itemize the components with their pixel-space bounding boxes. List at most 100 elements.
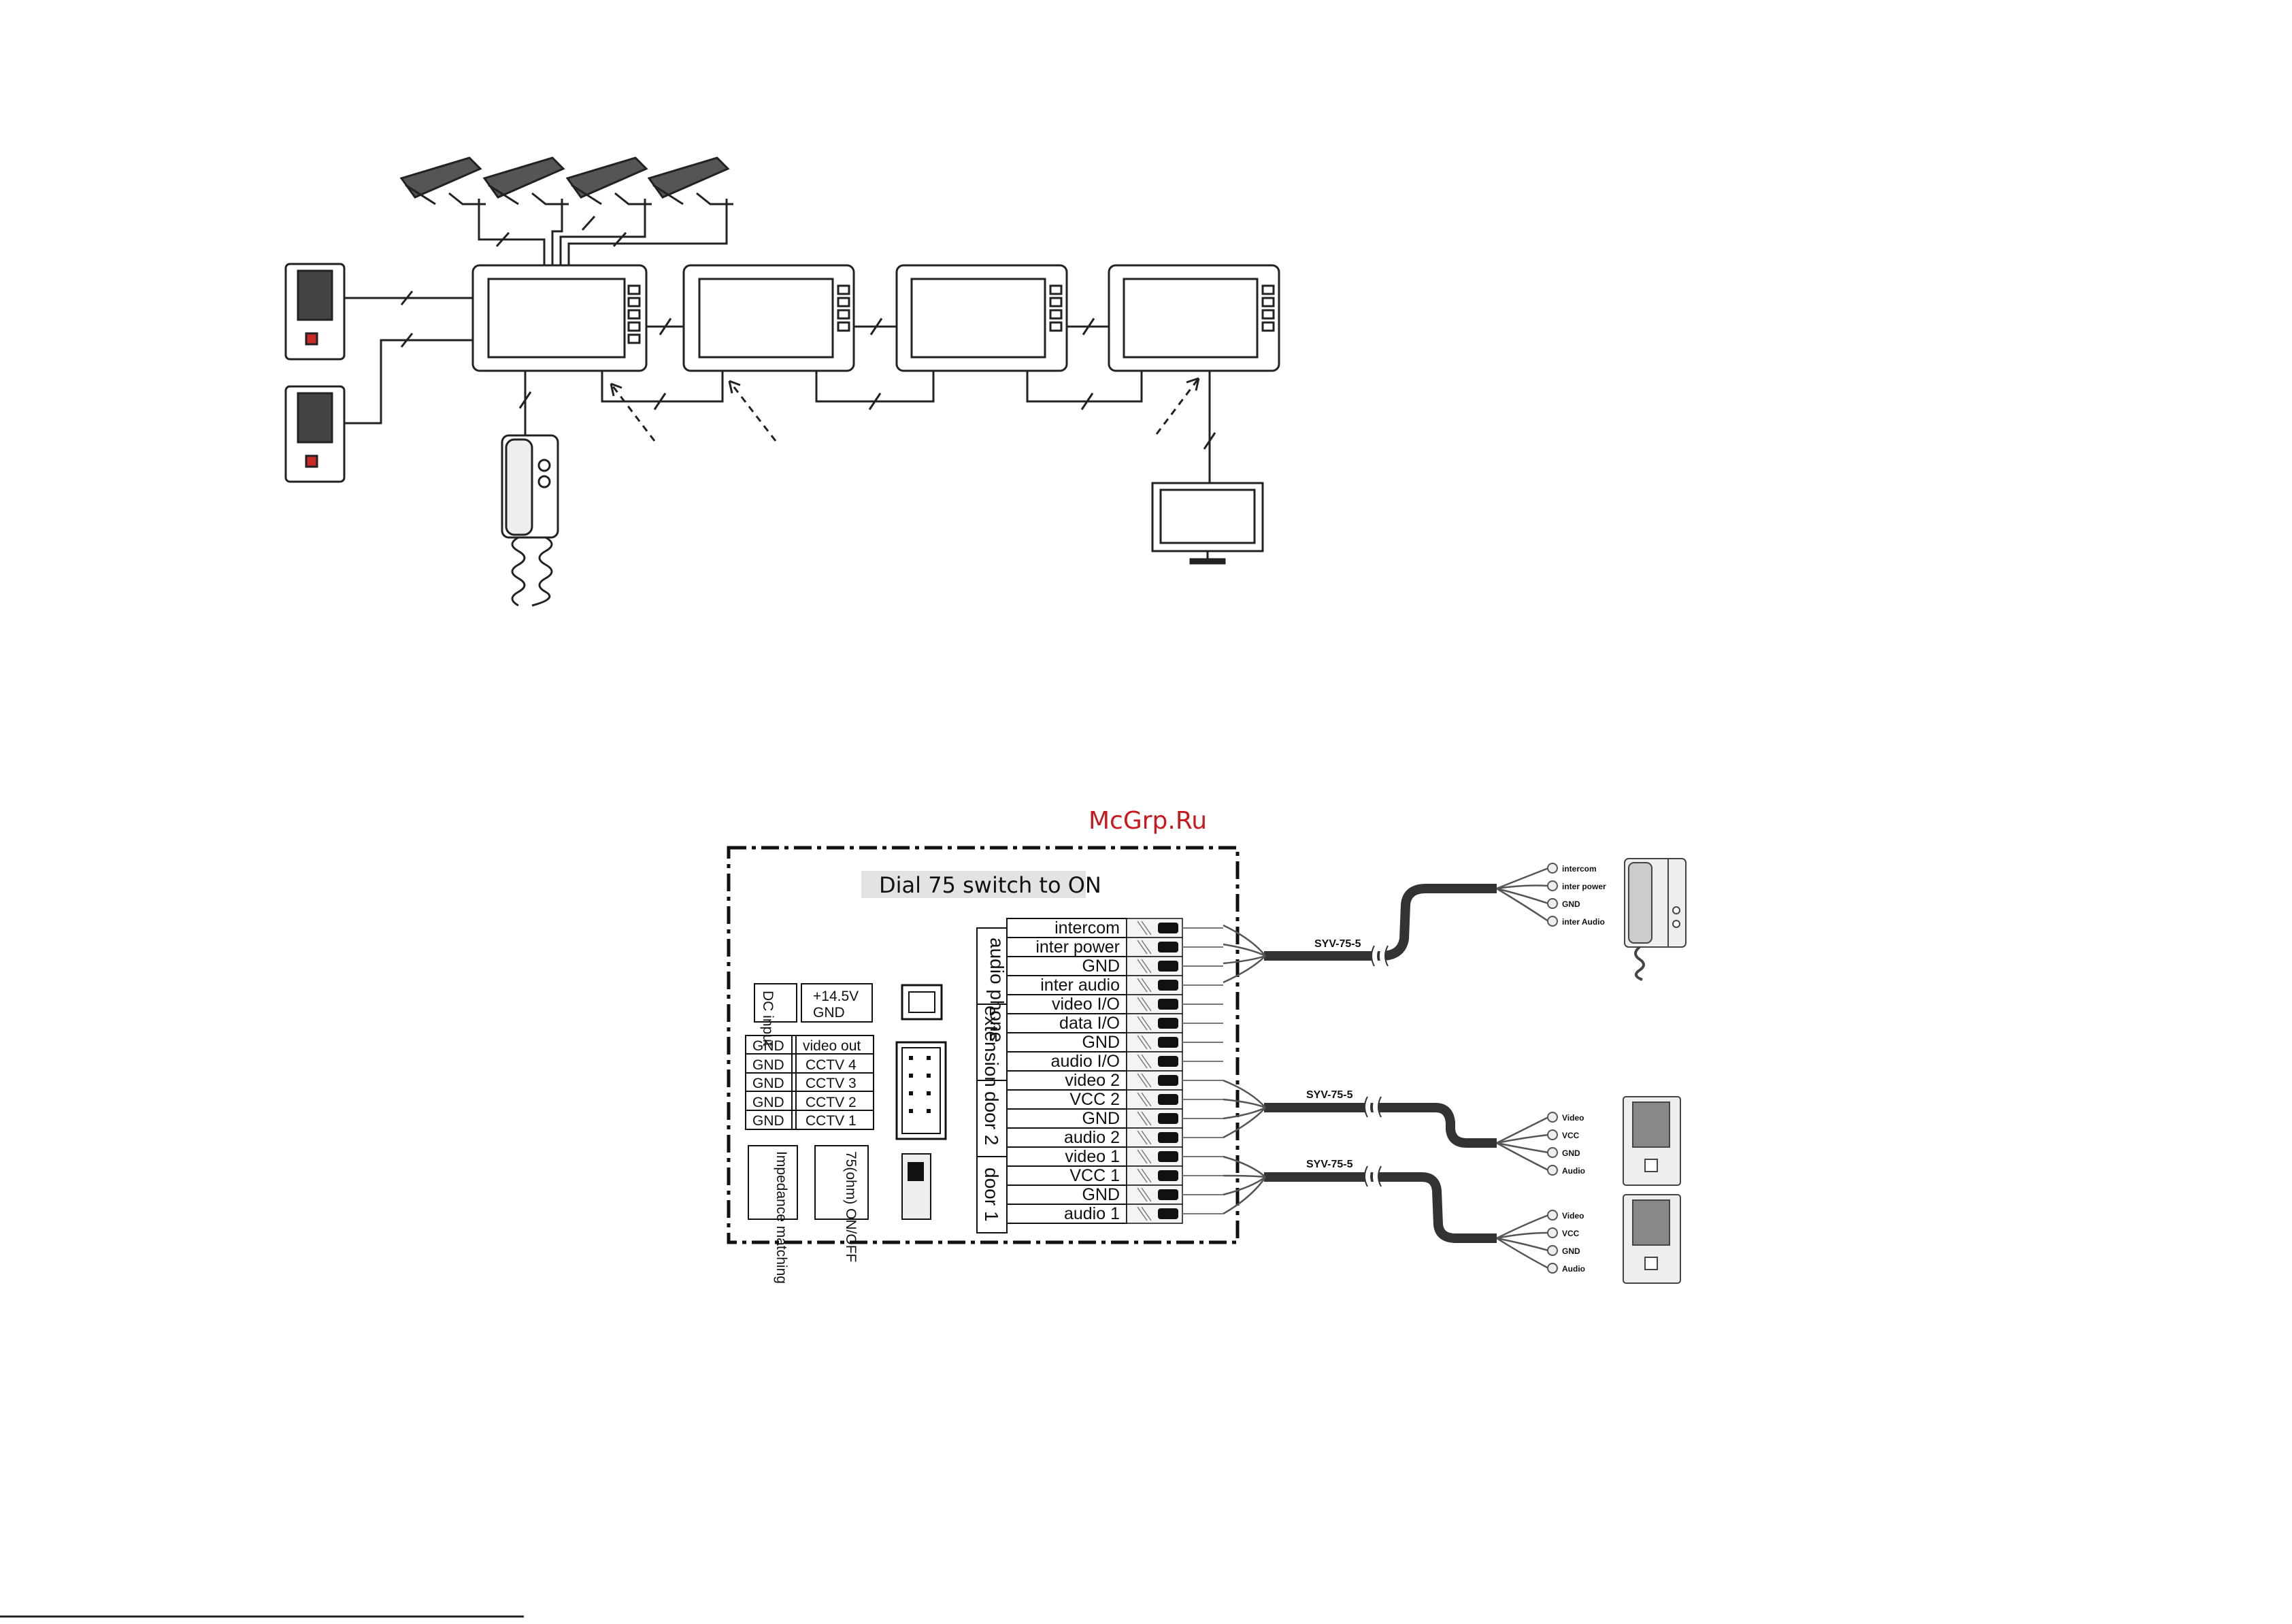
ohm-switch-label: 75(ohm) ON/OFF bbox=[843, 1151, 859, 1262]
power-connector bbox=[901, 984, 943, 1021]
door1-wire-3: GND bbox=[1562, 1246, 1580, 1256]
handset-wire-3: GND bbox=[1562, 899, 1580, 909]
terminal-row: GND bbox=[1006, 1032, 1223, 1053]
door2-wire-3: GND bbox=[1562, 1148, 1580, 1158]
dc-value-box bbox=[801, 983, 873, 1023]
terminal-label: inter audio bbox=[1040, 976, 1120, 995]
indoor-monitor-main bbox=[471, 264, 648, 372]
terminal-row: video I/O bbox=[1006, 994, 1223, 1014]
cctv-row-3-right: CCTV 3 bbox=[805, 1076, 857, 1091]
terminal-screw bbox=[1158, 1151, 1178, 1162]
handset-wire-2: inter power bbox=[1562, 882, 1606, 891]
door1-wire-4: Audio bbox=[1562, 1264, 1585, 1274]
terminal-screw bbox=[1158, 1189, 1178, 1200]
intercom-handset-device bbox=[1624, 858, 1687, 981]
terminal-label: GND bbox=[1082, 957, 1120, 976]
dc-value-1: +14.5V bbox=[813, 989, 859, 1004]
terminal-row: GND bbox=[1006, 956, 1223, 976]
terminal-screw bbox=[1158, 1075, 1178, 1086]
group-door-1: door 1 bbox=[981, 1167, 1002, 1221]
terminal-row: audio 2 bbox=[1006, 1127, 1223, 1148]
door1-wire-2: VCC bbox=[1562, 1229, 1580, 1238]
cctv-row-3-left: GND bbox=[752, 1076, 784, 1091]
terminal-row: GND bbox=[1006, 1108, 1223, 1129]
terminal-row: video 1 bbox=[1006, 1146, 1223, 1167]
ohm-switch-box bbox=[814, 1145, 869, 1220]
cable-label-door-2: SYV-75-5 bbox=[1306, 1089, 1353, 1101]
panel-title: Dial 75 switch to ON bbox=[879, 872, 1101, 898]
pin-header-connector bbox=[895, 1041, 947, 1140]
door2-wire-1: Video bbox=[1562, 1113, 1584, 1123]
cctv-camera-1 bbox=[399, 156, 486, 219]
terminal-screw bbox=[1158, 1094, 1178, 1105]
terminal-row: data I/O bbox=[1006, 1013, 1223, 1033]
cctv-row-4-right: CCTV 2 bbox=[805, 1095, 857, 1110]
cctv-camera-3 bbox=[565, 156, 652, 219]
impedance-label: Impedance matching bbox=[774, 1151, 789, 1284]
terminal-label: GND bbox=[1082, 1033, 1120, 1052]
terminal-screw bbox=[1158, 923, 1178, 933]
terminal-label: inter power bbox=[1035, 938, 1120, 957]
terminal-row: audio 1 bbox=[1006, 1204, 1223, 1224]
door-station-2-device bbox=[1623, 1096, 1681, 1186]
cable-label-door-1: SYV-75-5 bbox=[1306, 1159, 1353, 1170]
cctv-row-1-right: video out bbox=[803, 1038, 861, 1054]
extension-monitor-1 bbox=[682, 264, 855, 372]
dc-input-label: DC input bbox=[760, 991, 776, 1046]
extension-monitor-2 bbox=[895, 264, 1068, 372]
terminal-row: video 2 bbox=[1006, 1070, 1223, 1091]
terminal-panel: Dial 75 switch to ON DC input +14.5V GND bbox=[727, 846, 1240, 1284]
dc-value-2: GND bbox=[813, 1005, 845, 1021]
terminal-screw bbox=[1158, 1170, 1178, 1181]
terminal-screw bbox=[1158, 1113, 1178, 1124]
group-extension: extension bbox=[981, 1006, 1002, 1087]
terminal-screw bbox=[1158, 1208, 1178, 1219]
terminal-screw bbox=[1158, 1037, 1178, 1048]
door1-wire-1: Video bbox=[1562, 1211, 1584, 1221]
handset-phone bbox=[501, 434, 559, 607]
terminal-screw bbox=[1158, 1056, 1178, 1067]
cctv-row-4-left: GND bbox=[752, 1095, 784, 1110]
cctv-camera-4 bbox=[647, 156, 733, 219]
terminal-label: GND bbox=[1082, 1109, 1120, 1128]
cctv-table bbox=[745, 1035, 874, 1130]
terminal-label: VCC 2 bbox=[1069, 1090, 1120, 1109]
terminal-label: audio 1 bbox=[1064, 1204, 1120, 1223]
terminal-label: video 2 bbox=[1065, 1071, 1120, 1090]
terminal-row: inter power bbox=[1006, 937, 1223, 957]
terminal-label: intercom bbox=[1054, 918, 1120, 938]
terminal-row: VCC 1 bbox=[1006, 1165, 1223, 1186]
terminal-row: inter audio bbox=[1006, 975, 1223, 995]
cctv-row-2-right: CCTV 4 bbox=[805, 1057, 857, 1073]
terminal-label: audio 2 bbox=[1064, 1128, 1120, 1147]
door2-wire-4: Audio bbox=[1562, 1166, 1585, 1176]
terminal-label: video 1 bbox=[1065, 1147, 1120, 1166]
terminal-screw bbox=[1158, 942, 1178, 952]
terminal-label: GND bbox=[1082, 1185, 1120, 1204]
terminal-label: data I/O bbox=[1059, 1014, 1120, 1033]
cctv-camera-2 bbox=[482, 156, 569, 219]
door2-wire-2: VCC bbox=[1562, 1131, 1580, 1140]
terminal-label: video I/O bbox=[1052, 995, 1120, 1014]
handset-wire-4: inter Audio bbox=[1562, 917, 1605, 927]
impedance-box bbox=[748, 1145, 798, 1220]
extension-monitor-3 bbox=[1108, 264, 1280, 372]
dc-input-box bbox=[754, 983, 797, 1023]
door-station-a bbox=[284, 263, 346, 361]
system-topology bbox=[284, 156, 1280, 607]
tv-monitor bbox=[1151, 482, 1264, 565]
cables bbox=[1223, 863, 1558, 1274]
cctv-row-5-right: CCTV 1 bbox=[805, 1113, 857, 1129]
cctv-row-5-left: GND bbox=[752, 1113, 784, 1129]
terminal-row: intercom bbox=[1006, 918, 1223, 938]
terminal-screw bbox=[1158, 1132, 1178, 1143]
group-door-2: door 2 bbox=[981, 1091, 1002, 1145]
terminal-label: audio I/O bbox=[1051, 1052, 1120, 1071]
watermark: McGrp.Ru bbox=[1089, 807, 1207, 835]
cctv-row-2-left: GND bbox=[752, 1057, 784, 1073]
terminal-screw bbox=[1158, 1018, 1178, 1029]
cctv-row-1-left: GND bbox=[752, 1038, 784, 1054]
